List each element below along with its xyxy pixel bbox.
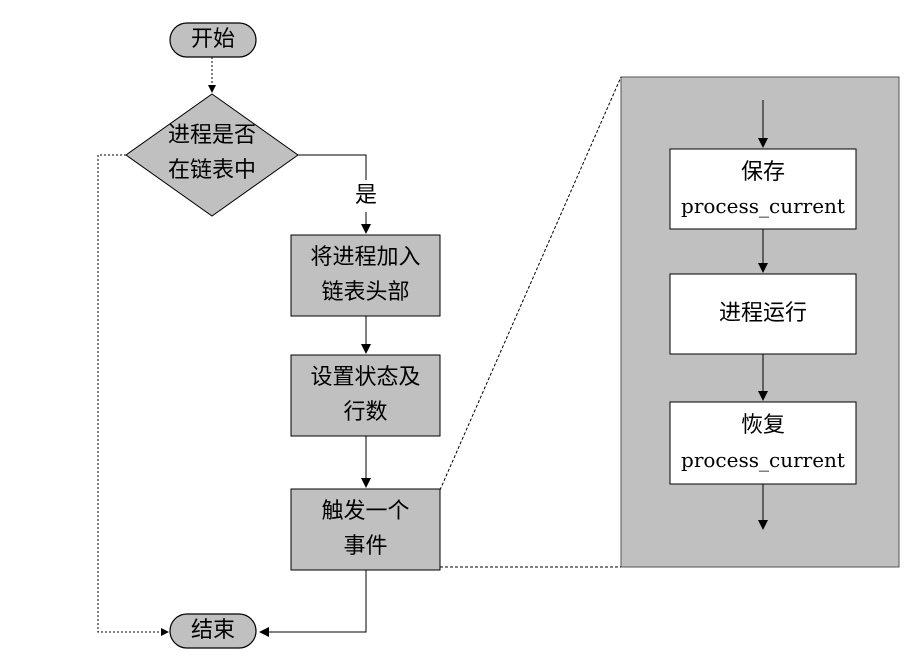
step-trigger-event bbox=[290, 488, 441, 571]
step-add-to-list bbox=[290, 234, 441, 317]
zoom-line-top bbox=[439, 76, 622, 491]
run-label: 进程运行 bbox=[718, 301, 807, 326]
end-label: 结束 bbox=[190, 618, 235, 643]
step2-line2: 行数 bbox=[343, 400, 388, 425]
decision-diamond bbox=[125, 93, 299, 217]
end-terminal bbox=[169, 613, 257, 649]
step3-to-end-arrow bbox=[259, 570, 367, 637]
restore-line2: process_current bbox=[681, 448, 845, 472]
decision-line1: 进程是否 bbox=[167, 123, 256, 148]
step-set-state bbox=[290, 354, 441, 437]
step2-line1: 设置状态及 bbox=[310, 365, 421, 390]
step1-line2: 链表头部 bbox=[321, 280, 410, 305]
decision-line2: 在链表中 bbox=[167, 158, 256, 183]
save-line1: 保存 bbox=[740, 160, 785, 185]
step3-line1: 触发一个 bbox=[321, 499, 410, 524]
detail-run-box bbox=[669, 273, 857, 355]
start-terminal bbox=[169, 22, 257, 58]
no-branch-line bbox=[97, 154, 169, 636]
detail-save-box bbox=[669, 148, 857, 230]
step1-line1: 将进程加入 bbox=[310, 245, 421, 270]
yes-label: 是 bbox=[348, 180, 384, 212]
save-line2: process_current bbox=[681, 194, 845, 218]
restore-line1: 恢复 bbox=[740, 413, 785, 438]
step3-line2: 事件 bbox=[343, 534, 388, 559]
start-label: 开始 bbox=[190, 27, 235, 52]
